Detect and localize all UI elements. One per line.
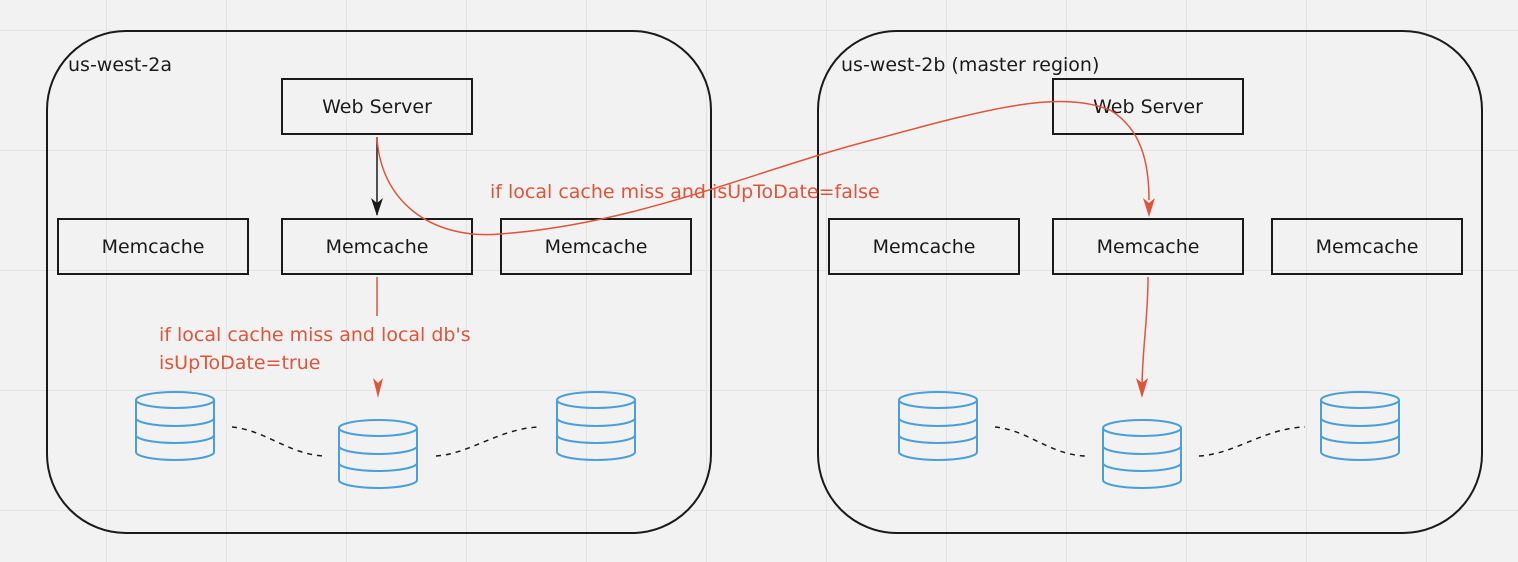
database-icon — [133, 390, 217, 466]
annotation-local-db-line2: isUpToDate=true — [159, 352, 321, 374]
memcache-a-1[interactable]: Memcache — [57, 218, 249, 275]
db-link-b-right — [1198, 426, 1306, 457]
memcache-b-3[interactable]: Memcache — [1271, 218, 1463, 275]
database-icon — [896, 390, 980, 466]
memcache-b-1[interactable]: Memcache — [828, 218, 1020, 275]
arrow-cross-region — [376, 100, 1150, 236]
web-server-a[interactable]: Web Server — [281, 78, 473, 135]
memcache-a-3[interactable]: Memcache — [500, 218, 692, 275]
arrow-head-red-db-a — [373, 378, 383, 398]
web-server-b[interactable]: Web Server — [1052, 78, 1244, 135]
db-link-a-right — [435, 426, 541, 457]
region-us-west-2a — [46, 30, 712, 534]
database-icon — [1318, 390, 1402, 466]
db-link-b-left — [994, 426, 1087, 457]
arrow-memcache-to-db-b — [1141, 276, 1149, 391]
annotation-cross-region: if local cache miss and isUpToDate=false — [490, 181, 880, 203]
memcache-a-2[interactable]: Memcache — [281, 218, 473, 275]
database-icon — [1100, 418, 1184, 494]
memcache-b-2[interactable]: Memcache — [1052, 218, 1244, 275]
database-icon — [336, 418, 420, 494]
region-us-west-2b — [817, 30, 1483, 534]
annotation-local-db-line1: if local cache miss and local db's — [159, 324, 471, 346]
arrow-head-red-cross — [1143, 198, 1155, 217]
db-link-a-left — [231, 426, 326, 457]
arrow-head-black — [371, 198, 383, 216]
database-icon — [554, 390, 638, 466]
arrow-head-red-db-b — [1136, 378, 1148, 398]
region-label-us-west-2b: us-west-2b (master region) — [841, 54, 1100, 76]
region-label-us-west-2a: us-west-2a — [68, 54, 172, 76]
